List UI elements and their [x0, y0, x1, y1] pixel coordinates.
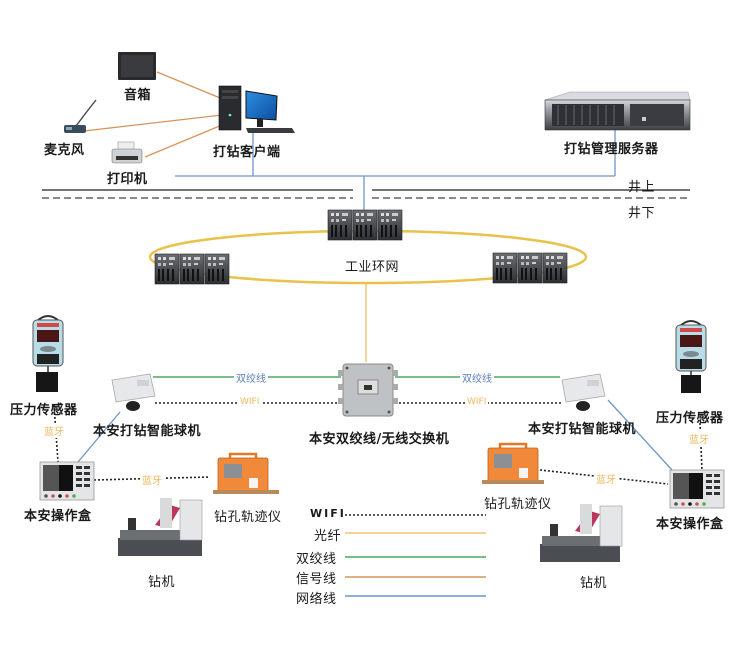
speaker-icon [118, 52, 156, 80]
below-ground-label: 井下 [628, 206, 656, 221]
right-drill-label: 钻机 [580, 576, 608, 591]
speaker-label: 音箱 [124, 88, 152, 103]
left-camera-network-line [77, 411, 121, 463]
right-drill-rig-icon [540, 504, 623, 562]
left-bluetooth-sensor-label: 蓝牙 [44, 423, 64, 438]
left-camera-label: 本安打钻智能球机 [93, 424, 202, 439]
client-label: 打钻客户端 [213, 145, 281, 160]
wifi-left-label: WIFI [238, 397, 262, 407]
ring-switch-top [328, 210, 402, 240]
twisted-pair-left-label: 双绞线 [234, 370, 268, 385]
left-bluetooth-trajectory-line [93, 476, 211, 481]
microphone-icon [64, 99, 97, 133]
twisted-pair-right-label: 双绞线 [460, 370, 494, 385]
wifi-right-label: WIFI [465, 397, 489, 407]
printer-signal-line [144, 124, 223, 158]
switch-label: 本安双绞线/无线交换机 [309, 432, 450, 447]
left-bluetooth-trajectory-label: 蓝牙 [140, 472, 164, 487]
right-trajectory-label: 钻孔轨迹仪 [484, 497, 552, 512]
legend-wifi-label: WIFI [310, 507, 346, 520]
left-smart-camera-icon [111, 373, 156, 411]
right-operation-box-icon [669, 469, 725, 509]
right-pressure-sensor-icon [675, 320, 707, 393]
client-computer-icon [218, 85, 295, 133]
above-ground-label: 井上 [628, 180, 656, 195]
legend-twisted-pair-label: 双绞线 [296, 552, 337, 567]
right-operation-box-label: 本安操作盒 [656, 517, 724, 532]
management-server-icon [544, 91, 691, 131]
legend-network-label: 网络线 [296, 592, 337, 607]
printer-label: 打印机 [107, 172, 148, 187]
right-camera-network-line [607, 399, 673, 471]
right-bluetooth-sensor-label: 蓝牙 [689, 431, 709, 446]
right-pressure-sensor-label: 压力传感器 [656, 411, 724, 426]
ring-switch-left [155, 254, 229, 284]
left-drill-label: 钻机 [148, 575, 176, 590]
right-smart-camera-icon [561, 373, 606, 411]
industrial-ring-label: 工业环网 [345, 260, 400, 275]
right-trajectory-instrument-icon [482, 442, 544, 484]
microphone-label: 麦克风 [44, 143, 85, 158]
ring-switch-right [493, 253, 567, 283]
speaker-signal-line [156, 71, 226, 101]
right-camera-label: 本安打钻智能球机 [528, 422, 637, 437]
right-bluetooth-trajectory-label: 蓝牙 [594, 471, 618, 486]
legend-fiber-label: 光纤 [314, 529, 342, 544]
twisted-pair-wireless-switch-icon [338, 363, 398, 417]
left-operation-box-label: 本安操作盒 [24, 509, 92, 524]
microphone-signal-line [83, 114, 223, 132]
left-trajectory-label: 钻孔轨迹仪 [214, 510, 282, 525]
left-pressure-sensor-icon [32, 315, 64, 392]
printer-icon [111, 141, 143, 164]
legend-signal-label: 信号线 [296, 572, 337, 587]
server-label: 打钻管理服务器 [564, 142, 659, 157]
left-drill-rig-icon [118, 498, 203, 556]
left-pressure-sensor-label: 压力传感器 [10, 403, 78, 418]
left-trajectory-instrument-icon [213, 452, 279, 494]
left-operation-box-icon [39, 461, 95, 501]
